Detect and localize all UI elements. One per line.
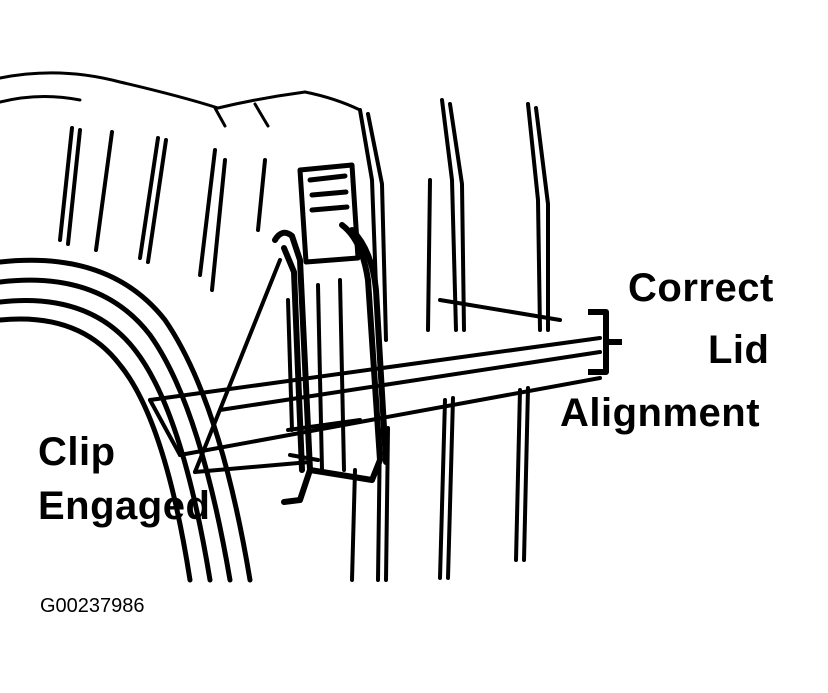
hose — [0, 257, 253, 583]
label-engaged: Engaged — [38, 484, 211, 528]
housing-ribs-left — [58, 126, 267, 292]
clip-wire — [272, 222, 389, 505]
clip-leader-lines — [193, 258, 312, 474]
clip-tab — [297, 162, 361, 265]
label-correct: Correct — [628, 266, 774, 310]
label-alignment: Alignment — [560, 391, 761, 435]
clip-body — [286, 278, 362, 472]
housing-ribs-right — [358, 98, 550, 342]
figure-id: G00237986 — [40, 595, 145, 617]
lid-top-contour — [0, 71, 362, 128]
housing-ribs-lower — [350, 386, 530, 582]
label-clip: Clip — [38, 430, 116, 474]
alignment-bracket — [588, 309, 622, 375]
label-lid: Lid — [708, 328, 770, 372]
